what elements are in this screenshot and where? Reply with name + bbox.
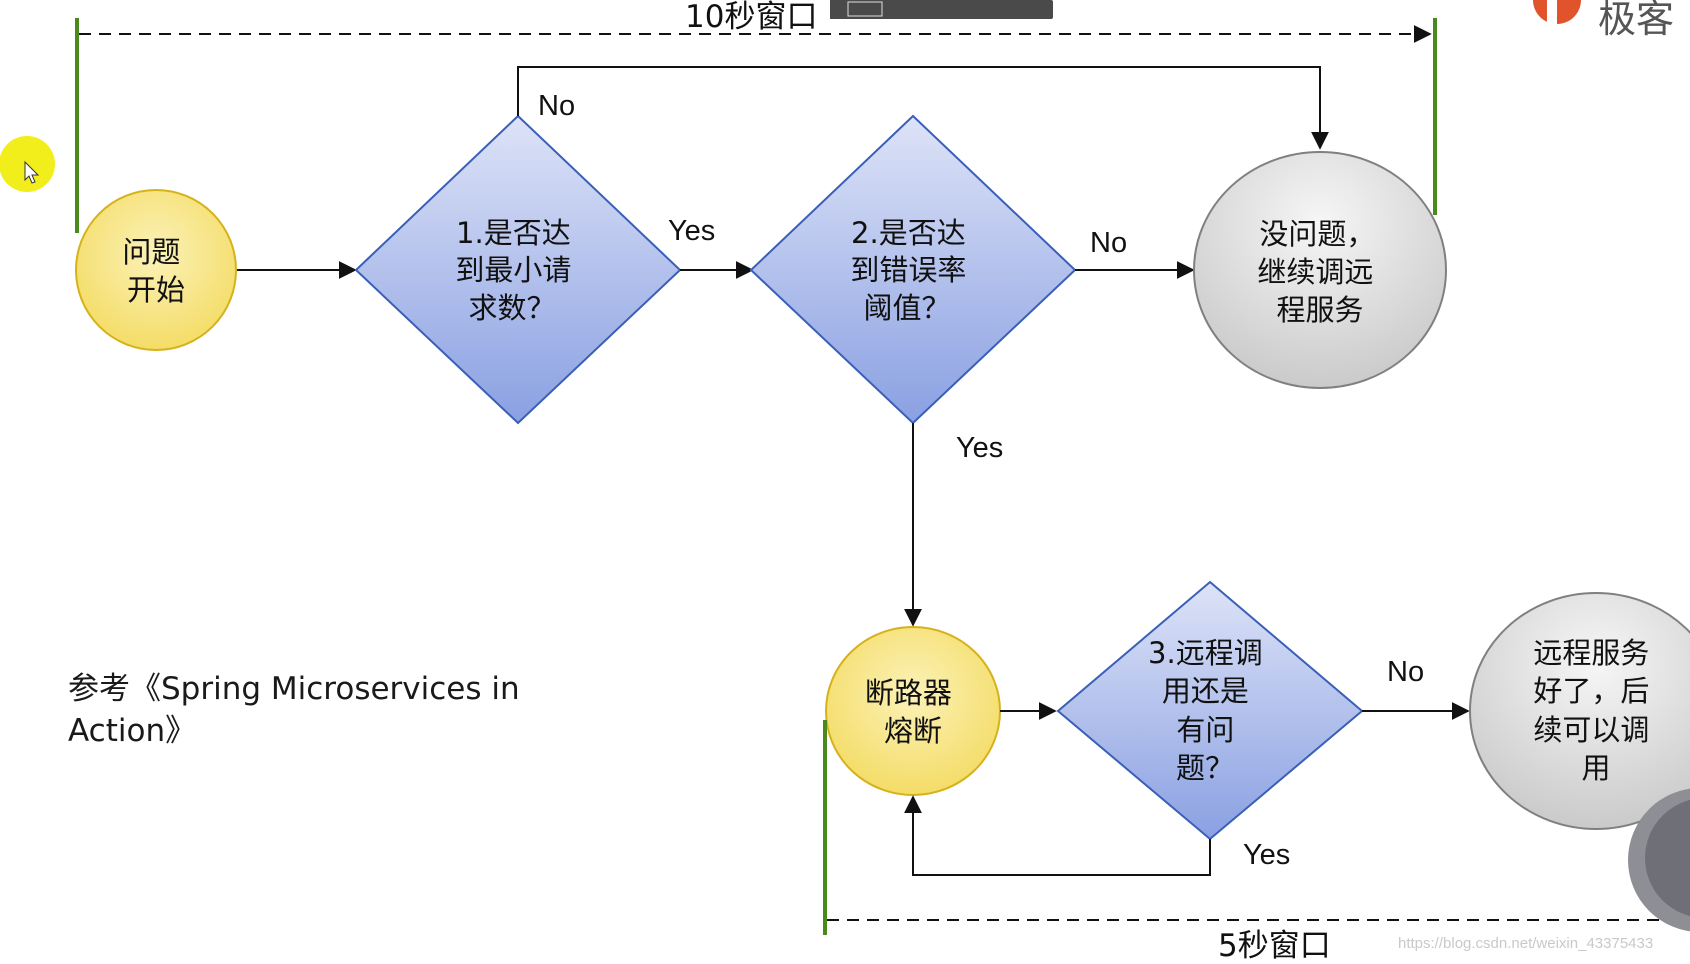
start-node-label: 开始 [127,273,185,307]
svg-text:2.是否达 到错误率 阈值？: 2.是否达 到错误率 阈值？ [850,216,975,325]
svg-text:没问题， 继续调远 程服务: 没问题， 继续调远 程服务 [1257,217,1384,327]
check-still-failing-label: 题？ [1176,751,1234,785]
svg-text:远程服务 好了，后 续可以调 用: 远程服务 好了，后 续可以调 用 [1533,636,1658,785]
check-still-failing-node [1056,580,1364,841]
edge-label-yes-1-2: Yes [668,215,715,247]
svg-text:3.远程调 用还是 有问 题？: 3.远程调 用还是 有问 题？ [1148,636,1272,785]
start-node [75,189,237,351]
recovered-node [1469,592,1690,830]
brand-logo: 极客 [1533,0,1674,41]
svg-text:问题 开始: 问题 开始 [122,235,189,307]
edge-label-yes-2-breaker: Yes [956,432,1003,464]
check-still-failing-label: 有问 [1176,713,1234,747]
reference-note: 参考《Spring Microservices in Action》 [68,671,520,749]
recovered-label: 远程服务 [1533,636,1649,670]
mouse-pointer-icon [24,160,40,184]
check-error-rate-label: 阈值？ [863,291,950,325]
check-min-requests-node [354,114,682,425]
check-error-rate-label: 到错误率 [850,253,966,287]
breaker-open-node [825,626,1001,796]
breaker-open-label: 断路器 [865,676,952,710]
recovered-label: 好了，后 [1533,674,1649,708]
ok-continue-label: 继续调远 [1257,255,1373,289]
edge-label-no-2: No [1090,227,1127,259]
edge-label-no-top: No [538,90,575,122]
edge-label-yes-3: Yes [1243,839,1290,871]
start-node-label: 问题 [122,235,180,269]
check-min-requests-label: 1.是否达 [456,216,571,250]
svg-text:断路器 熔断: 断路器 熔断 [865,676,961,748]
recovered-label: 用 [1581,751,1610,785]
check-error-rate-label: 2.是否达 [851,216,966,250]
ok-continue-label: 没问题， [1259,217,1375,251]
breaker-open-label: 熔断 [884,714,942,748]
short-window-label: 5秒窗口 [1218,928,1331,964]
long-window-label: 10秒窗口 [685,0,817,35]
ok-continue-label: 程服务 [1276,293,1363,327]
svg-text:1.是否达 到最小请 求数？: 1.是否达 到最小请 求数？ [455,216,580,325]
edge-check3-yes-loop [904,795,1211,876]
watermark-text: https://blog.csdn.net/weixin_43375433 [1398,935,1653,952]
recovered-label: 续可以调 [1533,713,1649,747]
edge-check1-no-to-ok [517,66,1329,150]
edge-label-no-3: No [1387,656,1424,688]
check-min-requests-label: 求数？ [468,291,555,325]
ok-continue-node [1193,151,1447,389]
logo-text: 极客 [1598,0,1674,41]
check-min-requests-label: 到最小请 [455,253,571,287]
check-still-failing-label: 3.远程调 [1148,636,1263,670]
check-still-failing-label: 用还是 [1162,674,1249,708]
overlay-toolbar-fragment [808,0,1053,19]
